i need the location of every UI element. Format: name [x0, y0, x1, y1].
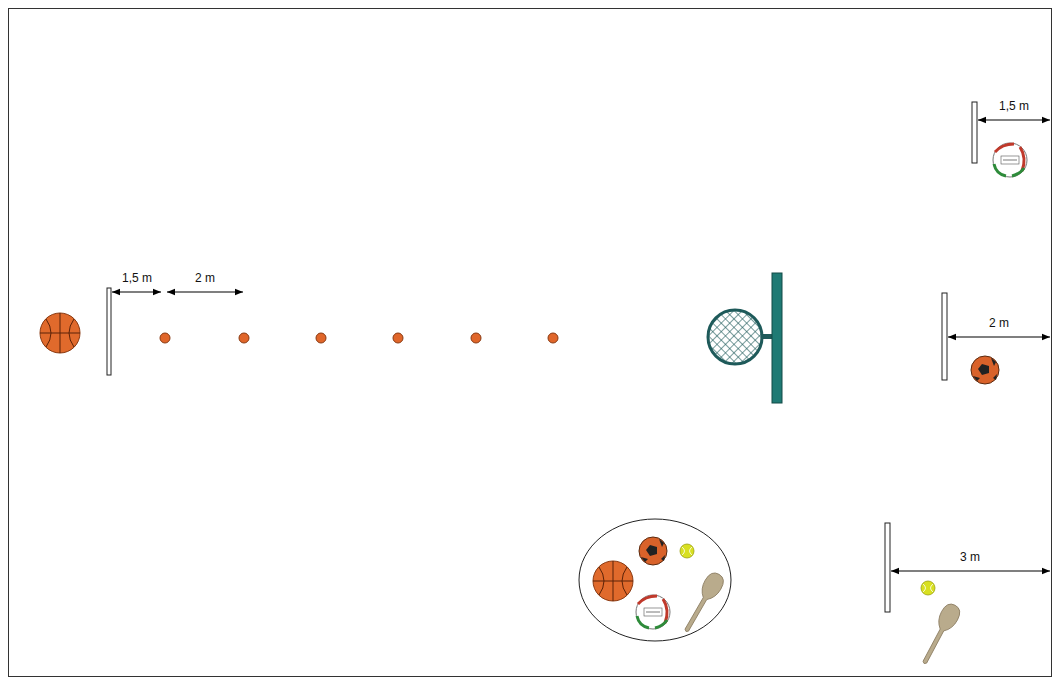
- dimension-label: 1,5 m: [997, 99, 1031, 113]
- start-bar: [942, 293, 947, 380]
- volleyball: [993, 143, 1027, 177]
- equipment-area: [579, 519, 731, 641]
- dimension-arrow: [112, 291, 161, 292]
- dimension-arrow: [978, 119, 1050, 120]
- start-bar: [885, 523, 890, 612]
- dimension-label: 2 m: [987, 316, 1011, 330]
- basketball: [40, 313, 80, 353]
- soccer-ball: [971, 356, 999, 384]
- dimension-arrow: [167, 291, 243, 292]
- basket-hoop: [708, 273, 782, 403]
- tennis-ball: [680, 544, 694, 558]
- hall-border: [9, 9, 1052, 677]
- volleyball: [636, 595, 670, 629]
- bat: [916, 601, 963, 668]
- tennis-ball: [921, 581, 935, 595]
- dimension-arrow: [891, 570, 1050, 571]
- cone-row: [160, 333, 558, 343]
- basketball: [593, 561, 633, 601]
- dimension-label: 1,5 m: [120, 271, 154, 285]
- dimension-arrow: [948, 336, 1050, 337]
- start-bar: [972, 102, 977, 163]
- soccer-ball: [639, 537, 667, 565]
- bat: [678, 570, 727, 636]
- dimension-label: 2 m: [193, 271, 217, 285]
- dimension-label: 3 m: [958, 550, 982, 564]
- start-bar: [107, 288, 111, 375]
